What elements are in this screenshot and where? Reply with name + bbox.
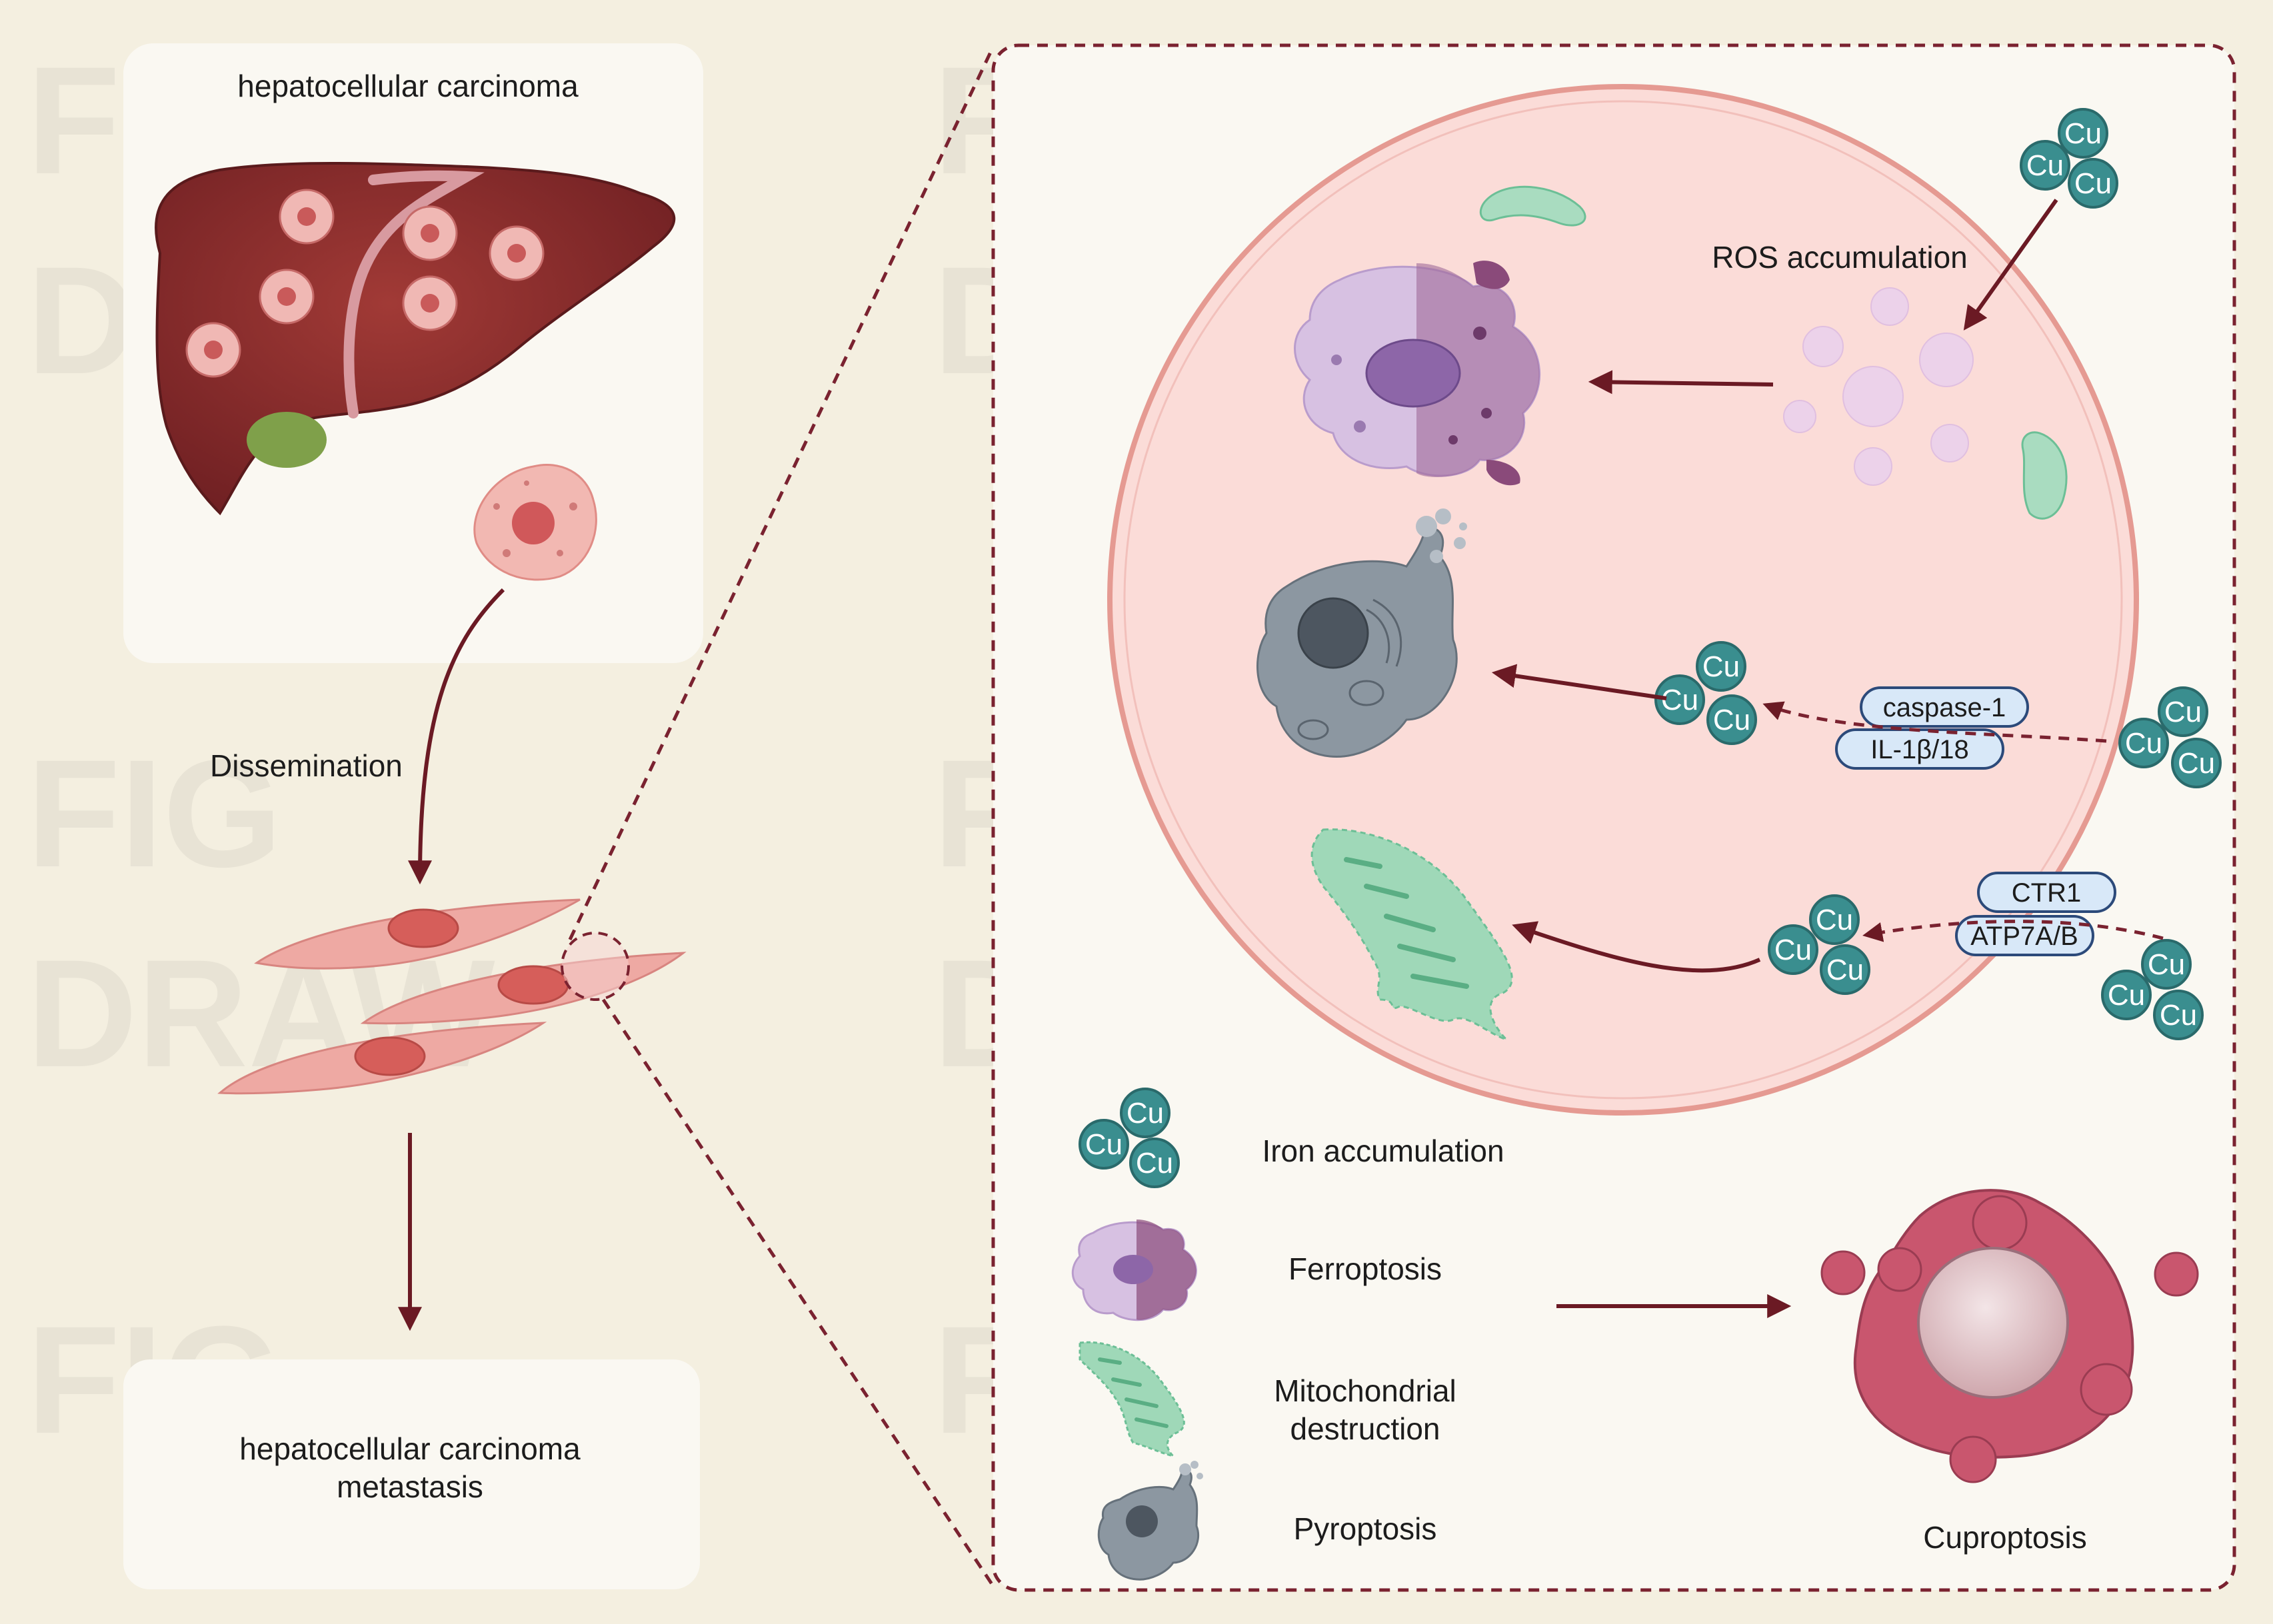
metastasis-panel	[123, 1359, 700, 1589]
legend-mitochondrial-line2: destruction	[1290, 1411, 1440, 1446]
legend-cuproptosis: Cuproptosis	[1923, 1520, 2086, 1555]
cu-label: Cu	[2164, 696, 2202, 728]
cu-cluster-mid-inner: Cu Cu Cu	[1654, 641, 1757, 745]
mitochondrion-large	[1310, 828, 1513, 1041]
metastatic-cells	[217, 898, 687, 1095]
dissemination-arrow	[408, 588, 505, 885]
cu-cluster-lower-inner: Cu Cu Cu	[1768, 894, 1870, 995]
legend-mitochondrial-line1: Mitochondrial	[1274, 1373, 1456, 1408]
zoom-line-bottom	[601, 998, 995, 1587]
cu-label: Cu	[2160, 999, 2197, 1032]
liver-illustration	[155, 162, 676, 516]
metastasis-label-line1: hepatocellular carcinoma	[239, 1431, 581, 1466]
metastasis-label-line2: metastasis	[337, 1469, 483, 1504]
cu-import-arrow-lower	[1862, 920, 2164, 942]
cu-label: Cu	[2026, 149, 2064, 182]
ros-to-ferroptosis-arrow	[1588, 370, 1774, 395]
watermark-fig-4: FIG	[27, 728, 282, 899]
cu-cluster-top: Cu Cu Cu	[2020, 108, 2118, 209]
legend-ferroptosis-icon	[1071, 1219, 1197, 1321]
cu-label: Cu	[1774, 934, 1812, 966]
cu-label: Cu	[1127, 1097, 1164, 1130]
cu-cluster-mid-outer: Cu Cu Cu	[2118, 686, 2222, 788]
zoom-line-top	[568, 45, 995, 941]
cu-label: Cu	[1661, 684, 1698, 716]
cu-label: Cu	[1826, 954, 1864, 986]
cu-label: Cu	[2064, 117, 2102, 150]
dissemination-label: Dissemination	[210, 748, 403, 783]
cu-label: Cu	[1702, 650, 1740, 683]
hcc-title: hepatocellular carcinoma	[237, 69, 579, 103]
pyroptosis-cell	[1256, 508, 1467, 758]
legend-cu-icon: Cu Cu Cu	[1079, 1088, 1180, 1188]
cu-label: Cu	[2148, 948, 2185, 981]
ros-bubbles	[1783, 287, 1974, 486]
legend-pyroptosis-icon	[1097, 1461, 1203, 1581]
tumor-cell	[473, 463, 597, 581]
cell-circle-inner	[1123, 100, 2123, 1100]
caspase-label: caspase-1	[1883, 693, 2006, 722]
cu-label: Cu	[2178, 747, 2215, 780]
cu-to-ros-arrow	[1963, 199, 2058, 331]
legend-mitochondria-icon	[1079, 1341, 1185, 1458]
cu-label: Cu	[1085, 1128, 1123, 1161]
cuproptosis-cell	[1820, 1189, 2199, 1483]
cu-to-pyroptosis-arrow	[1491, 664, 1667, 700]
legend-pyroptosis: Pyroptosis	[1294, 1511, 1437, 1546]
atp7ab-badge: ATP7A/B	[1955, 915, 2094, 956]
ros-label: ROS accumulation	[1712, 240, 1968, 275]
mitochondrion-small-1	[1479, 185, 1586, 227]
cu-label: Cu	[1713, 704, 1750, 736]
ferroptosis-cell	[1294, 261, 1541, 486]
ctr1-label: CTR1	[2012, 878, 2081, 908]
il-label: IL-1β/18	[1870, 735, 1969, 764]
cu-label: Cu	[1816, 904, 1853, 936]
mitochondrion-small-2	[2021, 431, 2068, 520]
ctr1-badge: CTR1	[1977, 872, 2116, 913]
cu-label: Cu	[1136, 1147, 1173, 1180]
legend-iron-accumulation: Iron accumulation	[1262, 1134, 1504, 1168]
cu-label: Cu	[2074, 167, 2112, 200]
cu-cluster-lower-outer: Cu Cu Cu	[2101, 939, 2204, 1040]
cu-import-arrow-mid	[1762, 701, 2107, 743]
cu-label: Cu	[2108, 979, 2145, 1012]
cu-label: Cu	[2125, 727, 2162, 760]
il-badge: IL-1β/18	[1835, 728, 2004, 770]
cu-to-mito-arrow	[1512, 921, 1761, 973]
atp7ab-label: ATP7A/B	[1970, 922, 2078, 951]
caspase-badge: caspase-1	[1860, 686, 2029, 728]
legend-ferroptosis: Ferroptosis	[1288, 1251, 1442, 1286]
